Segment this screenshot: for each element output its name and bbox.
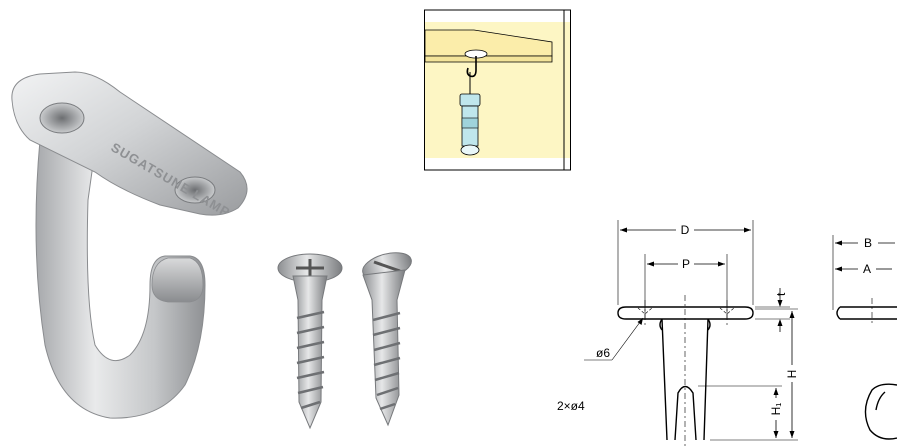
front-view: D P t H: [557, 220, 799, 447]
shelf: [424, 29, 553, 57]
usage-illustration: [424, 9, 571, 171]
dim-label-P: P: [682, 257, 690, 271]
side-view: B A: [832, 235, 897, 440]
dim-label-D: D: [681, 223, 690, 237]
mounting-hole-1: [39, 102, 85, 134]
dim-label-H1: H₁: [769, 403, 783, 416]
lamp-icon: [459, 93, 481, 156]
dim-label-A: A: [863, 262, 871, 276]
dim-label-B: B: [864, 236, 872, 250]
hole-diameter-label: ø6: [596, 346, 610, 360]
screw-slotted: [362, 252, 412, 427]
mounting-hole-2: [174, 176, 216, 204]
screw-phillips: [277, 253, 343, 430]
dim-label-H: H: [785, 370, 799, 379]
screw-spec-label: 2×ø4: [557, 399, 585, 413]
product-photo: SUGATSUNE LAMP: [11, 71, 412, 430]
dim-label-t: t: [774, 292, 788, 296]
technical-drawing: D P t H: [557, 220, 897, 447]
hook-photo: SUGATSUNE LAMP: [11, 71, 248, 419]
